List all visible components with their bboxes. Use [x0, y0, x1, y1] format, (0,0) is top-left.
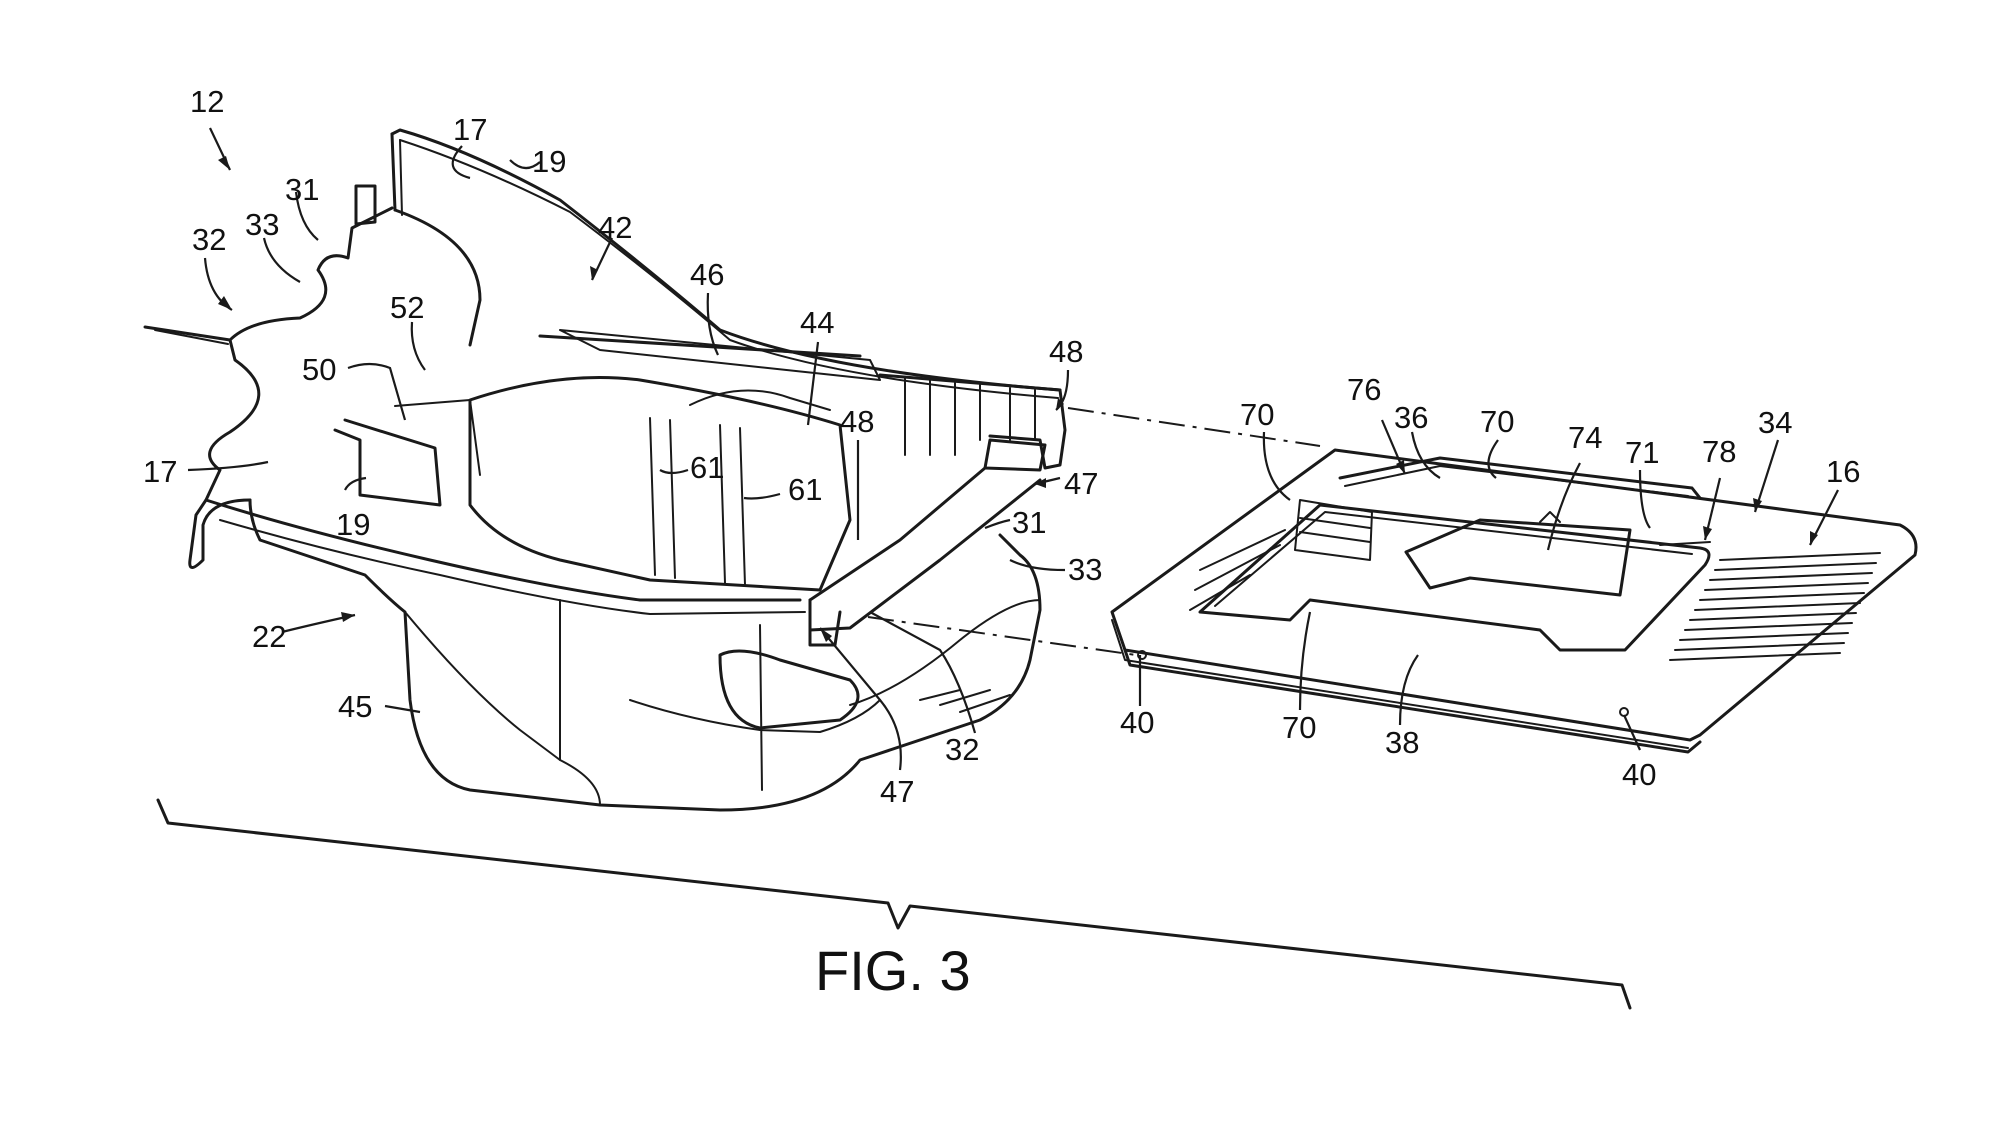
plate-assembly [1110, 448, 1918, 754]
ref-74: 74 [1568, 420, 1602, 455]
ref-52: 52 [390, 290, 424, 325]
ref-40-left: 40 [1120, 705, 1154, 740]
ref-22: 22 [252, 619, 286, 654]
ref-34: 34 [1758, 405, 1792, 440]
ref-45: 45 [338, 689, 372, 724]
ref-61-right: 61 [788, 472, 822, 507]
ref-46: 46 [690, 257, 724, 292]
ref-44: 44 [800, 305, 834, 340]
ref-40-right: 40 [1622, 757, 1656, 792]
ref-42: 42 [598, 210, 632, 245]
ref-12: 12 [190, 84, 224, 119]
ref-16: 16 [1826, 454, 1860, 489]
ref-70-lower: 70 [1282, 710, 1316, 745]
figure-caption: FIG. 3 [815, 939, 971, 1002]
alignment-line-upper [1067, 407, 1321, 447]
ref-33-upper: 33 [245, 207, 279, 242]
ref-61-left: 61 [690, 450, 724, 485]
ref-36: 36 [1394, 400, 1428, 435]
ref-17-upper: 17 [453, 112, 487, 147]
ref-76: 76 [1347, 372, 1381, 407]
ref-78: 78 [1702, 434, 1736, 469]
alignment-lines [867, 407, 1321, 656]
ref-48-right: 48 [1049, 334, 1083, 369]
ref-31-lower: 31 [1012, 505, 1046, 540]
ref-38: 38 [1385, 725, 1419, 760]
grouping-brace [156, 798, 1632, 1010]
ref-48-center: 48 [840, 404, 874, 439]
ref-70-upper-right: 70 [1480, 404, 1514, 439]
leader-lines [187, 127, 1839, 771]
ref-47-lower: 47 [880, 774, 914, 809]
ref-50: 50 [302, 352, 336, 387]
ref-31-upper: 31 [285, 172, 319, 207]
ref-17-lower: 17 [143, 454, 177, 489]
ref-33-lower: 33 [1068, 552, 1102, 587]
ref-70-upper-left: 70 [1240, 397, 1274, 432]
ref-32-upper: 32 [192, 222, 226, 257]
ref-19-upper: 19 [532, 144, 566, 179]
housing-assembly [143, 128, 1067, 812]
ref-71: 71 [1625, 435, 1659, 470]
ref-19-lower: 19 [336, 507, 370, 542]
reference-numerals: 12 31 33 32 17 19 42 46 44 48 48 47 52 5… [143, 84, 1860, 809]
ref-32-lower: 32 [945, 732, 979, 767]
ref-47-upper: 47 [1064, 466, 1098, 501]
alignment-line-lower [867, 616, 1137, 656]
